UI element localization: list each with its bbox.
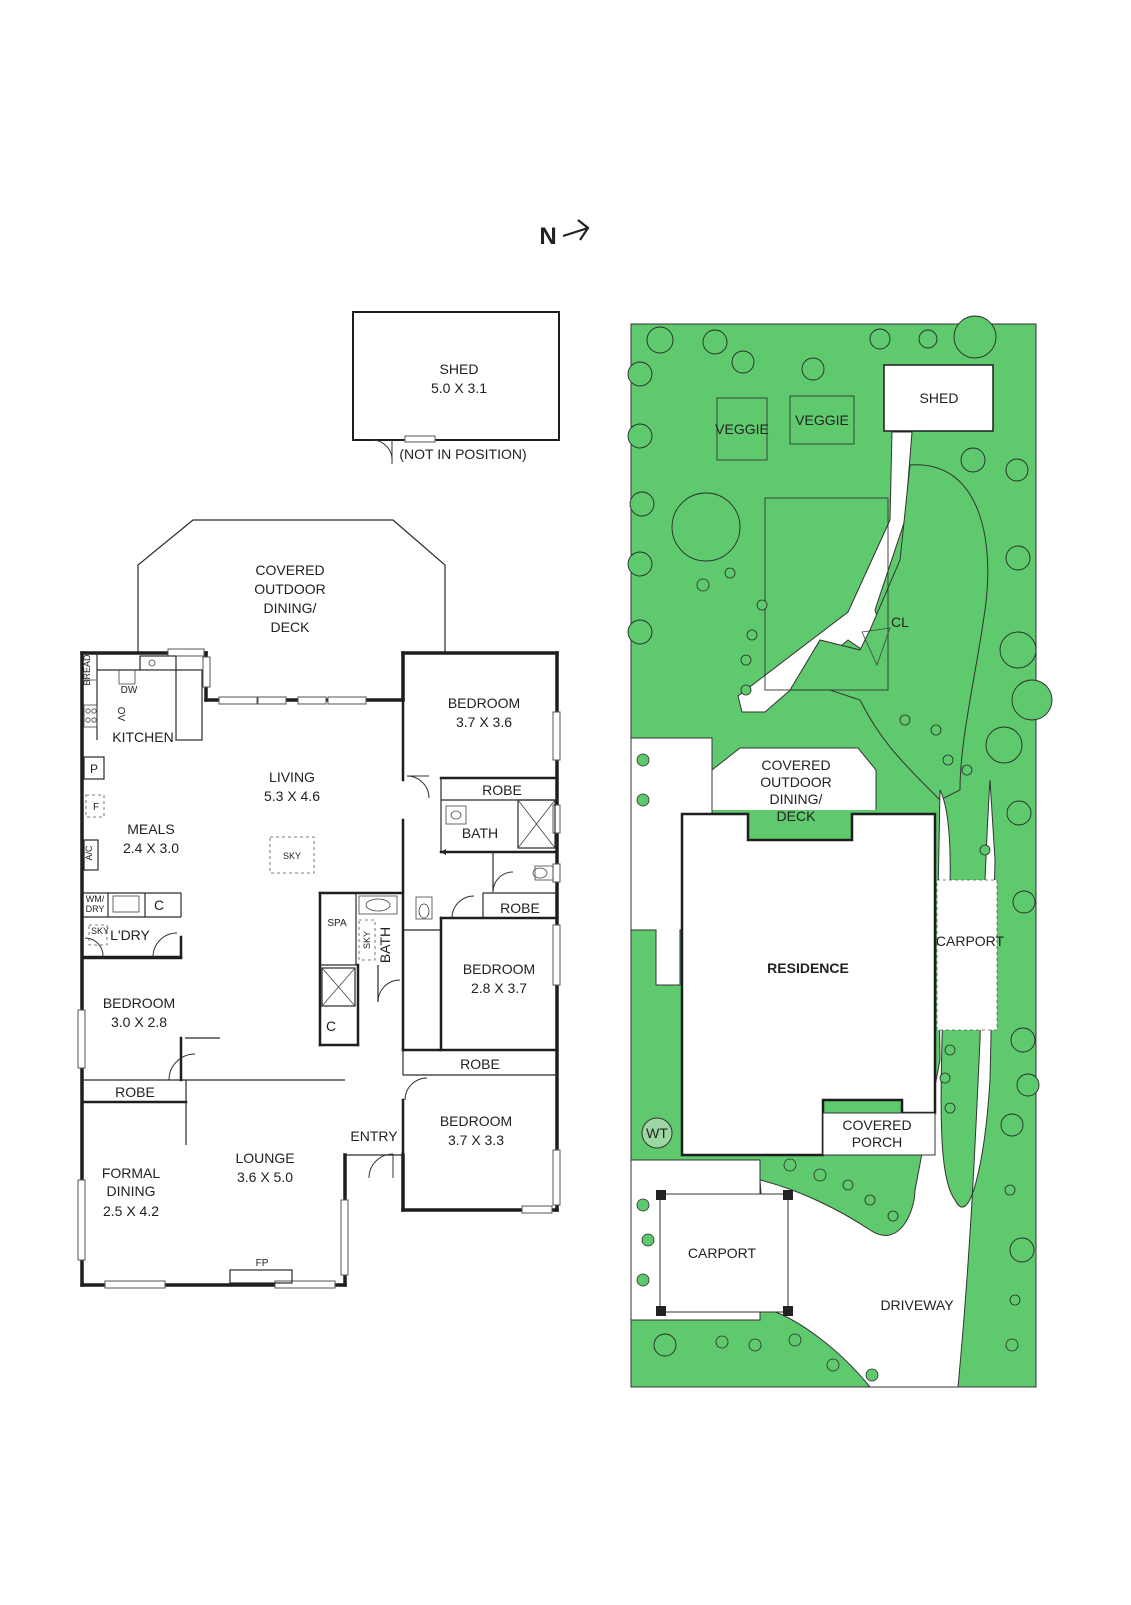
bedroom-4-label: BEDROOM	[440, 1113, 512, 1129]
laundry: WM/ DRY C SKY L'DRY	[80, 892, 183, 959]
meals-fixtures: P F A/C MEALS 2.4 X 3.0	[83, 756, 179, 871]
main-bath-label: BATH	[377, 927, 393, 963]
bedroom-3-label: BEDROOM	[103, 995, 175, 1011]
robe-1-label: ROBE	[482, 782, 522, 798]
pantry-label: P	[90, 762, 98, 776]
laundry-label: L'DRY	[110, 927, 150, 943]
site-outdoor-label-3: DINING/	[770, 791, 823, 807]
ensuite: ROBE BATH	[439, 778, 559, 893]
garden-bed	[764, 497, 889, 691]
side-carport	[936, 879, 998, 1031]
kitchen: BREAD DW OV KITCHEN	[82, 653, 203, 745]
floor-plan: SHED 5.0 X 3.1 (NOT IN POSITION) COVERED…	[77, 311, 561, 1289]
bath-skylight-label: SKY	[362, 931, 372, 949]
shed-dims: 5.0 X 3.1	[431, 380, 487, 396]
front-carport-label: CARPORT	[688, 1245, 757, 1261]
clothes-line-label: CL	[891, 614, 909, 630]
clothes-line-icon	[861, 627, 891, 667]
side-carport-label: CARPORT	[936, 933, 1005, 949]
site-covered-outdoor	[711, 747, 877, 810]
north-arrow: N	[539, 219, 590, 250]
shed-label: SHED	[440, 361, 479, 377]
rear-lawn-path-curve	[789, 464, 989, 801]
ensuite-bath-label: BATH	[462, 825, 498, 841]
site-outdoor-label-2: OUTDOOR	[760, 774, 832, 790]
bedroom-4: ROBE BEDROOM 3.7 X 3.3	[401, 1048, 559, 1157]
site-outdoor-label-1: COVERED	[761, 757, 830, 773]
trees	[627, 315, 1053, 1357]
covered-deck-outline: COVERED OUTDOOR DINING/ DECK	[137, 519, 446, 652]
shed-block: SHED 5.0 X 3.1 (NOT IN POSITION)	[352, 311, 560, 464]
kitchen-label: KITCHEN	[112, 729, 173, 745]
robe-2-label: ROBE	[500, 900, 540, 916]
deck-label-3: DINING/	[264, 600, 317, 616]
water-tank-label: WT	[646, 1125, 668, 1141]
living: LIVING 5.3 X 4.6 SKY	[264, 769, 320, 874]
bread-label: BREAD	[82, 654, 92, 686]
front-carport	[659, 1193, 789, 1313]
formal-dining-label-2: DINING	[107, 1183, 156, 1199]
main-bath: SPA SKY BATH C	[318, 891, 441, 1047]
spa-label: SPA	[327, 918, 347, 929]
site-shed-label: SHED	[920, 390, 959, 406]
covered-porch	[822, 1112, 936, 1156]
shrubs	[636, 567, 1021, 1382]
bedroom-2-dims: 2.8 X 3.7	[471, 980, 527, 996]
bedroom-4-dims: 3.7 X 3.3	[448, 1132, 504, 1148]
bedroom-1-dims: 3.7 X 3.6	[456, 714, 512, 730]
veggie-2-label: VEGGIE	[795, 412, 849, 428]
living-label: LIVING	[269, 769, 315, 785]
veggie-bed-1	[716, 397, 768, 461]
bedroom-3-dims: 3.0 X 2.8	[111, 1014, 167, 1030]
formal-dining-dims: 2.5 X 4.2	[103, 1203, 159, 1219]
deck-label-2: OUTDOOR	[254, 581, 326, 597]
deck-label-1: COVERED	[255, 562, 324, 578]
entry: ENTRY	[343, 1128, 398, 1192]
living-skylight-label: SKY	[283, 851, 301, 861]
bath-cupboard-label: C	[326, 1018, 336, 1034]
veggie-bed-2	[789, 395, 855, 445]
porch-label-1: COVERED	[842, 1117, 911, 1133]
site-plan: VEGGIE VEGGIE SHED CL COVERED OUTDOOR DI…	[627, 315, 1053, 1388]
north-label: N	[539, 223, 556, 250]
bedroom-2: ROBE BEDROOM 2.8 X 3.7	[439, 892, 559, 1052]
bedroom-2-label: BEDROOM	[463, 961, 535, 977]
driveway-label: DRIVEWAY	[880, 1297, 954, 1313]
fireplace-label: FP	[256, 1258, 269, 1269]
fridge-label: F	[93, 802, 99, 813]
robe-4-label: ROBE	[460, 1056, 500, 1072]
north-arrow-icon	[562, 226, 589, 238]
laundry-skylight-label: SKY	[91, 926, 109, 936]
robe-3-label: ROBE	[115, 1084, 155, 1100]
lounge-dining: LOUNGE 3.6 X 5.0 FORMAL DINING 2.5 X 4.2…	[102, 1150, 295, 1284]
bedroom-3: BEDROOM 3.0 X 2.8	[80, 956, 220, 1082]
robe-3: ROBE	[80, 1079, 345, 1145]
entry-label: ENTRY	[350, 1128, 398, 1144]
washer-dryer-label-2: DRY	[86, 904, 105, 914]
bedroom-1: BEDROOM 3.7 X 3.6	[401, 695, 559, 1052]
water-tank-icon	[641, 1117, 673, 1149]
site-outdoor-label-4: DECK	[777, 808, 817, 824]
veggie-1-label: VEGGIE	[715, 421, 769, 437]
laundry-cupboard-label: C	[154, 897, 164, 913]
windows	[77, 648, 561, 1289]
ac-label: A/C	[84, 845, 94, 861]
lounge-label: LOUNGE	[235, 1150, 294, 1166]
shed-note: (NOT IN POSITION)	[399, 446, 526, 462]
meals-dims: 2.4 X 3.0	[123, 840, 179, 856]
washer-dryer-label-1: WM/	[86, 894, 105, 904]
bedroom-1-label: BEDROOM	[448, 695, 520, 711]
deck-label-4: DECK	[271, 619, 311, 635]
oven-label: OV	[115, 707, 126, 722]
porch-label-2: PORCH	[852, 1134, 903, 1150]
dishwasher-label: DW	[121, 685, 138, 696]
site-shed	[883, 364, 994, 432]
residence-label: RESIDENCE	[767, 960, 849, 976]
meals-label: MEALS	[127, 821, 174, 837]
lounge-dims: 3.6 X 5.0	[237, 1169, 293, 1185]
living-dims: 5.3 X 4.6	[264, 788, 320, 804]
formal-dining-label-1: FORMAL	[102, 1165, 161, 1181]
